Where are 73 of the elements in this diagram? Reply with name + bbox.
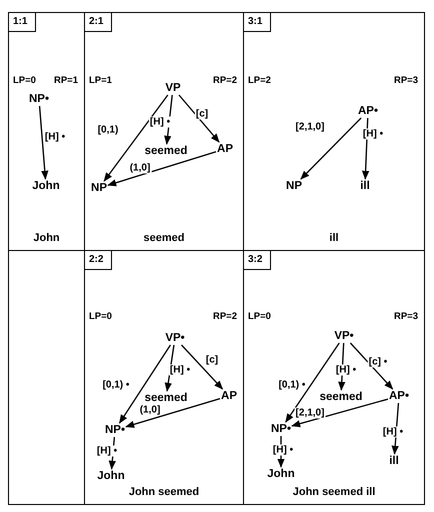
edge-label: [H] •: [334, 364, 358, 376]
arrow: [362, 118, 370, 180]
chart-cell: [243, 12, 425, 251]
category-label: John: [31, 179, 61, 193]
category-label: ill: [359, 179, 371, 193]
position-label: LP=0: [89, 311, 112, 322]
edge-label: (1,0]: [138, 404, 162, 416]
cell-caption: seemed: [142, 232, 186, 244]
position-label: RP=1: [54, 75, 78, 86]
edge-label: [H] •: [96, 446, 118, 456]
category-label: AP•: [357, 104, 379, 118]
cell-caption: John seemed ill: [292, 486, 376, 498]
position-label: LP=2: [248, 75, 271, 86]
category-label: ill: [388, 454, 400, 468]
arrow: [291, 398, 388, 428]
cell-caption: ill: [328, 232, 340, 244]
chart-cell: [84, 250, 244, 505]
edge-label: [0,1): [96, 124, 120, 136]
category-label: VP: [164, 81, 182, 95]
arrow: [38, 106, 48, 180]
edge-label: [2,1,0]: [294, 122, 326, 132]
category-label: VP•: [333, 329, 355, 343]
edge-label: (1,0]: [128, 162, 152, 174]
cell-caption: John seemed: [128, 486, 200, 498]
arrow: [285, 342, 340, 423]
arrow: [338, 342, 346, 391]
position-label: LP=0: [248, 311, 271, 322]
category-label: John: [96, 469, 126, 483]
category-label: NP•: [270, 422, 292, 436]
cell-caption: John: [32, 232, 61, 244]
edge-label: [H] •: [148, 116, 172, 128]
edge-label: [H] •: [272, 444, 294, 456]
arrow: [125, 398, 220, 428]
position-label: RP=3: [394, 75, 418, 86]
arrow: [350, 342, 394, 390]
chart-cell: [8, 12, 85, 251]
category-label: AP: [220, 389, 238, 403]
category-label: seemed: [318, 390, 364, 404]
arrow: [300, 118, 362, 180]
edge-label: [0,1) •: [102, 380, 130, 390]
arrow: [181, 344, 224, 390]
edge-label: [H] •: [362, 128, 384, 140]
edge-label: [c]: [204, 354, 220, 366]
category-label: seemed: [144, 391, 188, 405]
category-label: AP•: [388, 389, 410, 403]
position-label: LP=0: [13, 75, 36, 86]
category-label: NP•: [28, 92, 50, 106]
category-label: AP: [216, 142, 234, 156]
edge-label: [H] •: [382, 426, 404, 438]
chart-cell: [243, 250, 425, 505]
arrow: [119, 344, 171, 424]
category-label: NP: [90, 181, 108, 195]
category-label: VP•: [164, 331, 186, 345]
arrow: [164, 94, 173, 145]
category-label: seemed: [144, 144, 188, 158]
category-label: John: [266, 467, 296, 481]
edge-label: [2,1,0]: [294, 408, 326, 418]
edge-label: [c] •: [368, 356, 388, 368]
edge-label: [c]: [194, 108, 210, 120]
position-label: RP=3: [394, 311, 418, 322]
category-label: NP: [285, 179, 303, 193]
position-label: RP=2: [212, 311, 237, 322]
edge-label: [H] •: [168, 364, 192, 376]
cell-number-tag: 1:1: [9, 13, 36, 32]
arrow: [108, 436, 116, 470]
position-label: RP=2: [212, 75, 237, 86]
arrow: [104, 94, 168, 182]
arrow: [107, 151, 216, 186]
edge-label: [0,1) •: [278, 380, 306, 390]
edge-label: [H] •: [44, 132, 66, 142]
position-label: LP=1: [89, 75, 112, 86]
category-label: NP•: [104, 423, 126, 437]
arrow: [178, 94, 220, 143]
